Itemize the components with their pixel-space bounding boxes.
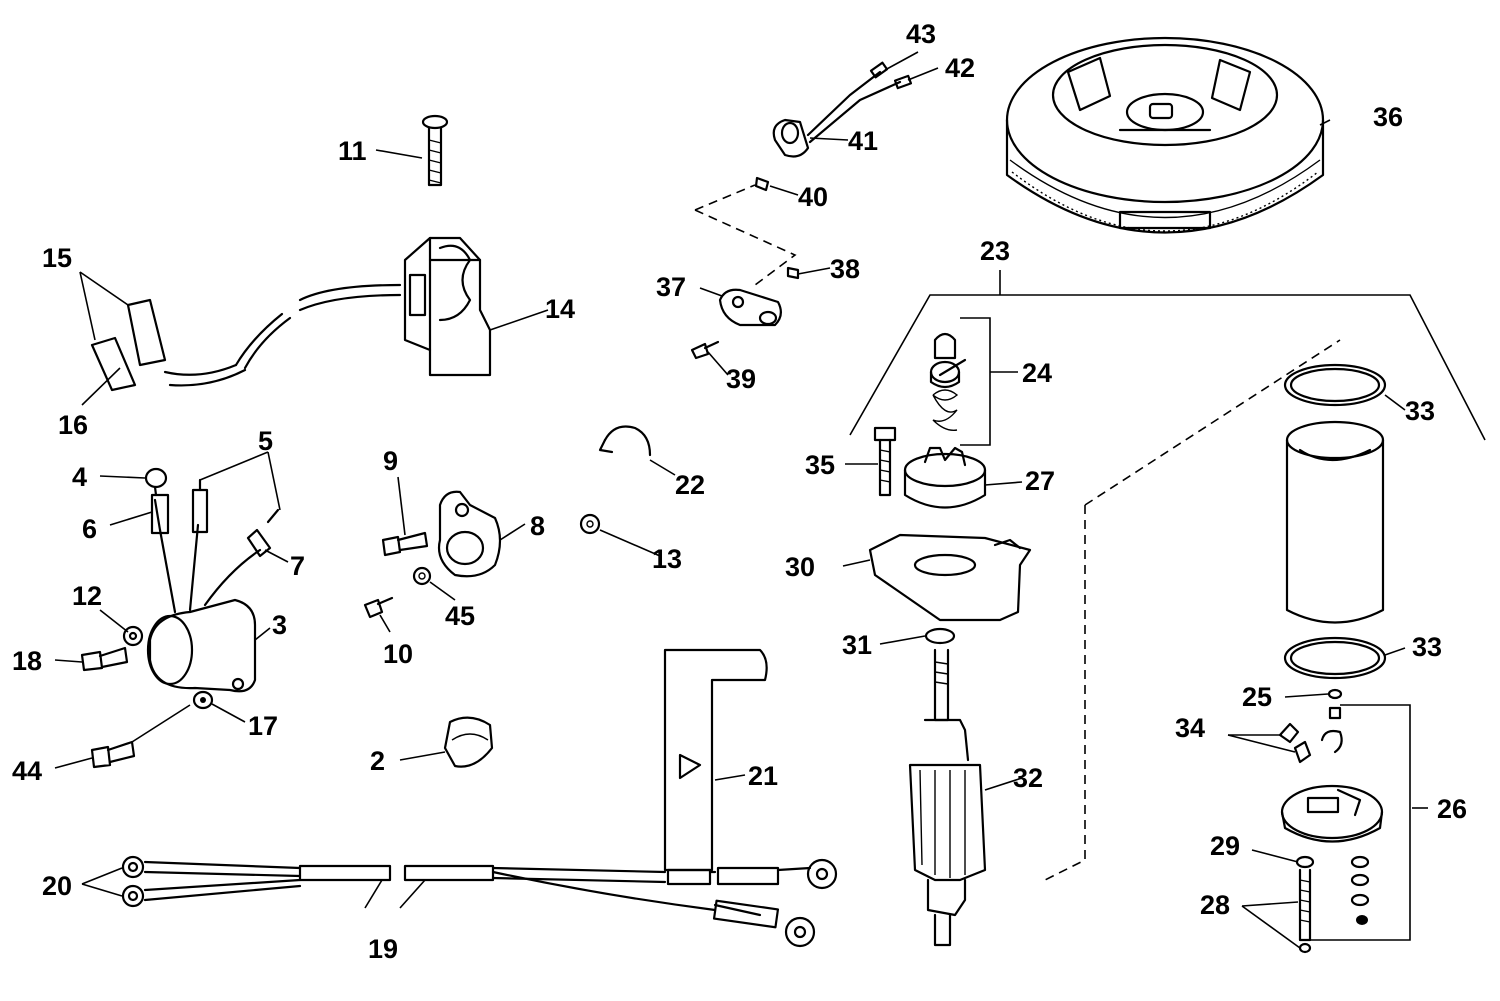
label-33-top: 33 xyxy=(1405,396,1435,426)
label-12: 12 xyxy=(72,581,102,611)
label-2: 2 xyxy=(370,746,385,776)
label-38: 38 xyxy=(830,254,860,284)
label-21: 21 xyxy=(748,761,778,791)
label-13: 13 xyxy=(652,544,682,574)
label-7: 7 xyxy=(290,551,305,581)
label-14: 14 xyxy=(545,294,575,324)
part-screw xyxy=(421,114,449,187)
label-3: 3 xyxy=(272,610,287,640)
label-31: 31 xyxy=(842,630,872,660)
label-6: 6 xyxy=(82,514,97,544)
label-8: 8 xyxy=(530,511,545,541)
label-25: 25 xyxy=(1242,682,1272,712)
part-clip xyxy=(443,716,494,768)
label-23: 23 xyxy=(980,236,1010,266)
label-19: 19 xyxy=(368,934,398,964)
label-11: 11 xyxy=(338,136,367,166)
label-24: 24 xyxy=(1022,358,1052,388)
part-starter-group xyxy=(849,294,1486,954)
label-22: 22 xyxy=(675,470,705,500)
label-39: 39 xyxy=(726,364,756,394)
label-17: 17 xyxy=(248,711,278,741)
label-42: 42 xyxy=(945,53,975,83)
label-34: 34 xyxy=(1175,713,1205,743)
label-5: 5 xyxy=(258,426,273,456)
label-16: 16 xyxy=(58,410,88,440)
label-10: 10 xyxy=(383,639,413,669)
label-44: 44 xyxy=(12,756,42,786)
label-4: 4 xyxy=(72,462,87,492)
label-9: 9 xyxy=(383,446,398,476)
label-43: 43 xyxy=(906,19,936,49)
part-labels: 2 3 4 5 6 7 8 9 10 11 12 13 14 15 16 17 … xyxy=(12,19,1467,964)
label-41: 41 xyxy=(848,126,878,156)
label-36: 36 xyxy=(1373,102,1403,132)
label-28: 28 xyxy=(1200,890,1230,920)
dash-link-41-40 xyxy=(694,184,756,211)
label-26: 26 xyxy=(1437,794,1467,824)
label-15: 15 xyxy=(42,243,72,273)
dash-link-37 xyxy=(694,209,797,286)
label-30: 30 xyxy=(785,552,815,582)
label-45: 45 xyxy=(445,601,475,631)
part-sensor-assembly xyxy=(690,61,913,360)
label-33-bottom: 33 xyxy=(1412,632,1442,662)
label-40: 40 xyxy=(798,182,828,212)
part-small-hardware xyxy=(80,625,214,769)
leader-lines xyxy=(54,51,1428,949)
part-flywheel xyxy=(1005,36,1325,234)
label-18: 18 xyxy=(12,646,42,676)
part-bracket xyxy=(363,425,652,619)
part-ignition-coil xyxy=(90,236,492,392)
part-cable-harness xyxy=(121,648,838,948)
label-32: 32 xyxy=(1013,763,1043,793)
label-29: 29 xyxy=(1210,831,1240,861)
label-37: 37 xyxy=(656,272,686,302)
label-27: 27 xyxy=(1025,466,1055,496)
label-35: 35 xyxy=(805,450,835,480)
label-20: 20 xyxy=(42,871,72,901)
part-solenoid xyxy=(144,467,280,693)
